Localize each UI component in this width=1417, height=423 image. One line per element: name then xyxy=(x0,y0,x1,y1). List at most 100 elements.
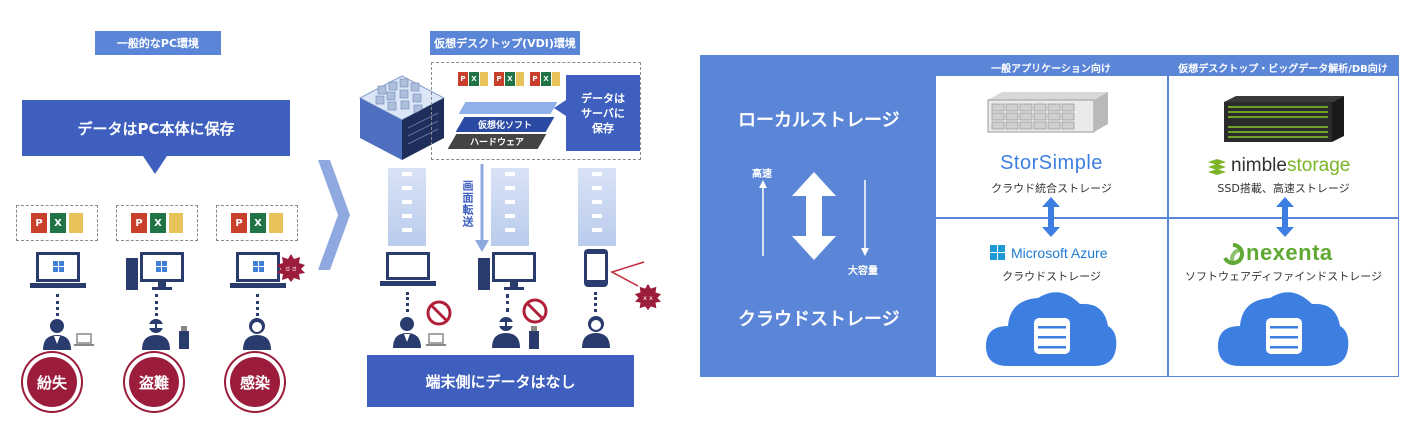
connector-dots xyxy=(155,294,158,316)
server-rack-icon xyxy=(358,75,446,160)
laptop-icon xyxy=(380,252,436,286)
chevron-right-icon xyxy=(318,160,350,270)
badge-infection: 感染 xyxy=(230,357,280,407)
desktop-pc-icon xyxy=(478,252,536,290)
badge-lost: 紛失 xyxy=(27,357,77,407)
user-glasses-icon xyxy=(142,319,170,350)
local-storage-label: ローカルストレージ xyxy=(738,110,900,131)
windows-logo-icon xyxy=(990,245,1005,260)
svg-text:ಠ ಠ: ಠ ಠ xyxy=(285,264,296,273)
storsimple-appliance-icon xyxy=(987,92,1108,133)
vdi-stack-box xyxy=(431,62,641,160)
user-icon xyxy=(43,319,71,350)
label-pointer xyxy=(554,100,566,116)
virus-line xyxy=(610,261,645,287)
folder-icon xyxy=(552,72,560,86)
app-icons-box-2: P X xyxy=(116,205,198,241)
cloud-storage-label: クラウドストレージ xyxy=(738,309,900,330)
layer-virtualization: 仮想化ソフト xyxy=(455,117,555,132)
powerpoint-icon: P xyxy=(231,213,247,233)
nimble-name-a: nimble xyxy=(1231,155,1287,176)
folder-icon xyxy=(480,72,488,86)
virus-icon: ಠ ಠ xyxy=(277,254,305,282)
usb-drive-icon xyxy=(179,326,189,349)
user-female-icon xyxy=(243,318,271,350)
os-layer xyxy=(458,102,558,114)
arrow-down-icon xyxy=(861,180,869,256)
powerpoint-icon: P xyxy=(458,72,468,86)
general-apps-header: 一般アプリケーション向け xyxy=(991,64,1111,75)
excel-icon: X xyxy=(505,72,515,86)
folder-icon xyxy=(69,213,83,233)
connector-dots xyxy=(56,294,59,316)
vdi-header: 仮想デスクトップ(VDI)環境 xyxy=(430,31,580,55)
nexenta-description: ソフトウェアディファインドストレージ xyxy=(1184,270,1382,283)
double-arrow-icon xyxy=(1042,197,1060,237)
azure-logo: Microsoft Azure xyxy=(1011,245,1108,261)
nexenta-swirl-icon xyxy=(1223,243,1244,265)
vdi-bigdata-header: 仮想デスクトップ・ビッグデータ解析/DB向け xyxy=(1178,64,1388,75)
excel-icon: X xyxy=(541,72,551,86)
capacity-label: 大容量 xyxy=(848,266,878,277)
storsimple-logo: StorSimple xyxy=(1000,152,1103,174)
nimble-leaf-icon xyxy=(1208,159,1226,175)
excel-icon: X xyxy=(250,213,266,233)
pipe-dashes xyxy=(592,172,602,242)
powerpoint-icon: P xyxy=(530,72,540,86)
screen-transfer-label: 画面転送 xyxy=(461,180,474,228)
speed-label: 高速 xyxy=(752,169,772,180)
user-female-icon xyxy=(582,316,610,348)
virus-icon: x x xyxy=(634,283,662,311)
small-laptop-icon xyxy=(74,333,94,346)
folder-icon xyxy=(516,72,524,86)
excel-icon: X xyxy=(150,213,166,233)
nimble-logo: nimblestorage xyxy=(1231,155,1350,177)
user-glasses-icon xyxy=(492,317,520,348)
app-icons-box-3: P X xyxy=(216,205,298,241)
double-arrow-icon xyxy=(792,172,836,260)
pipe-dashes xyxy=(505,172,515,242)
smartphone-icon xyxy=(584,249,608,287)
folder-icon xyxy=(269,213,283,233)
app-icons-box-1: P X xyxy=(16,205,98,241)
laptop-icon xyxy=(30,252,86,288)
badge-theft: 盗難 xyxy=(129,357,179,407)
small-laptop-icon xyxy=(426,333,446,346)
connector-dots xyxy=(506,294,509,312)
nimble-name-b: storage xyxy=(1286,155,1351,176)
powerpoint-icon: P xyxy=(31,213,47,233)
desktop-pc-icon xyxy=(126,252,184,290)
svg-text:x x: x x xyxy=(643,294,653,302)
general-pc-header: 一般的なPC環境 xyxy=(95,31,221,55)
data-on-server-label: データは サーバに 保存 xyxy=(566,75,640,151)
nimble-description: SSD搭載、高速ストレージ xyxy=(1217,182,1350,195)
prohibited-icon xyxy=(522,298,548,324)
laptop-icon xyxy=(230,252,286,288)
usb-drive-icon xyxy=(529,326,539,349)
excel-icon: X xyxy=(469,72,479,86)
double-arrow-icon xyxy=(1276,197,1294,237)
powerpoint-icon: P xyxy=(131,213,147,233)
cloud-database-icon xyxy=(986,292,1117,366)
cloud-database-icon xyxy=(1218,292,1349,366)
data-on-pc-bubble: データはPC本体に保存 xyxy=(22,100,290,156)
excel-icon: X xyxy=(50,213,66,233)
connector-dots xyxy=(406,292,409,312)
connector-dots xyxy=(256,294,259,316)
nimble-array-icon xyxy=(1224,96,1344,142)
azure-description: クラウドストレージ xyxy=(1002,270,1101,283)
no-data-on-device-bar: 端末側にデータはなし xyxy=(367,355,634,407)
arrow-down-icon xyxy=(475,164,489,252)
bubble-tail xyxy=(143,156,167,174)
storsimple-description: クラウド統合ストレージ xyxy=(991,182,1112,195)
arrow-up-icon xyxy=(759,180,767,256)
folder-icon xyxy=(169,213,183,233)
prohibited-icon xyxy=(426,300,452,326)
layer-hardware: ハードウェア xyxy=(447,134,547,149)
user-icon xyxy=(393,317,421,348)
powerpoint-icon: P xyxy=(494,72,504,86)
pipe-dashes xyxy=(402,172,412,242)
connector-dots xyxy=(594,292,597,312)
nexenta-logo: nexenta xyxy=(1246,240,1333,265)
